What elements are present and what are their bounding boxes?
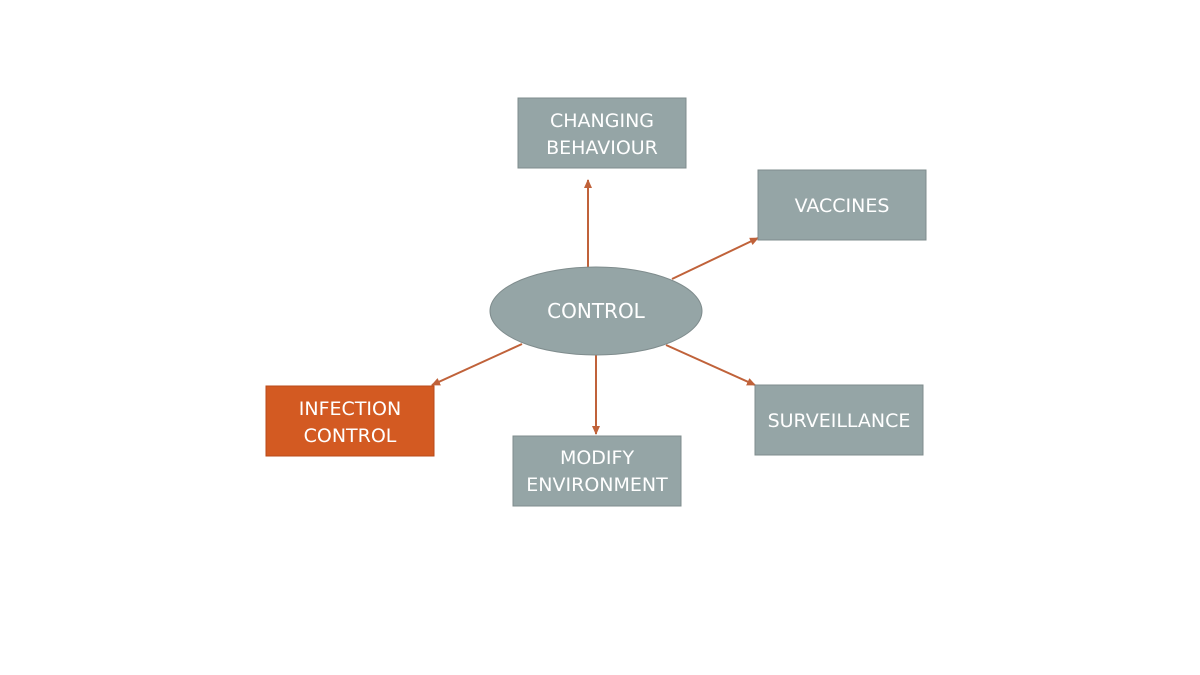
center-label: CONTROL: [547, 299, 646, 323]
node-label-line: MODIFY: [560, 447, 635, 469]
node-box: [754, 384, 924, 456]
node-box: [512, 435, 682, 507]
node-surveillance: SURVEILLANCE: [754, 384, 924, 456]
node-label-line: VACCINES: [795, 195, 890, 217]
arrow-to-surveillance: [665, 344, 756, 386]
node-changing-behaviour: CHANGING BEHAVIOUR: [517, 97, 687, 169]
node-label-line: CONTROL: [304, 425, 397, 447]
node-box: [757, 169, 927, 241]
node-label-line: CHANGING: [550, 110, 654, 132]
node-label-line: SURVEILLANCE: [768, 410, 911, 432]
node-label-line: INFECTION: [299, 398, 401, 420]
node-vaccines: VACCINES: [757, 169, 927, 241]
node-label-line: ENVIRONMENT: [526, 474, 668, 496]
node-box-highlighted: [265, 385, 435, 457]
connector-arrows: [431, 179, 759, 435]
node-box: [517, 97, 687, 169]
arrow-to-vaccines: [671, 237, 759, 280]
center-node: CONTROL: [489, 266, 703, 356]
node-modify-environment: MODIFY ENVIRONMENT: [512, 435, 682, 507]
center-ellipse: [489, 266, 703, 356]
node-infection-control: INFECTION CONTROL: [265, 385, 435, 457]
arrow-to-infection-control: [431, 343, 523, 386]
node-label-line: BEHAVIOUR: [546, 137, 658, 159]
